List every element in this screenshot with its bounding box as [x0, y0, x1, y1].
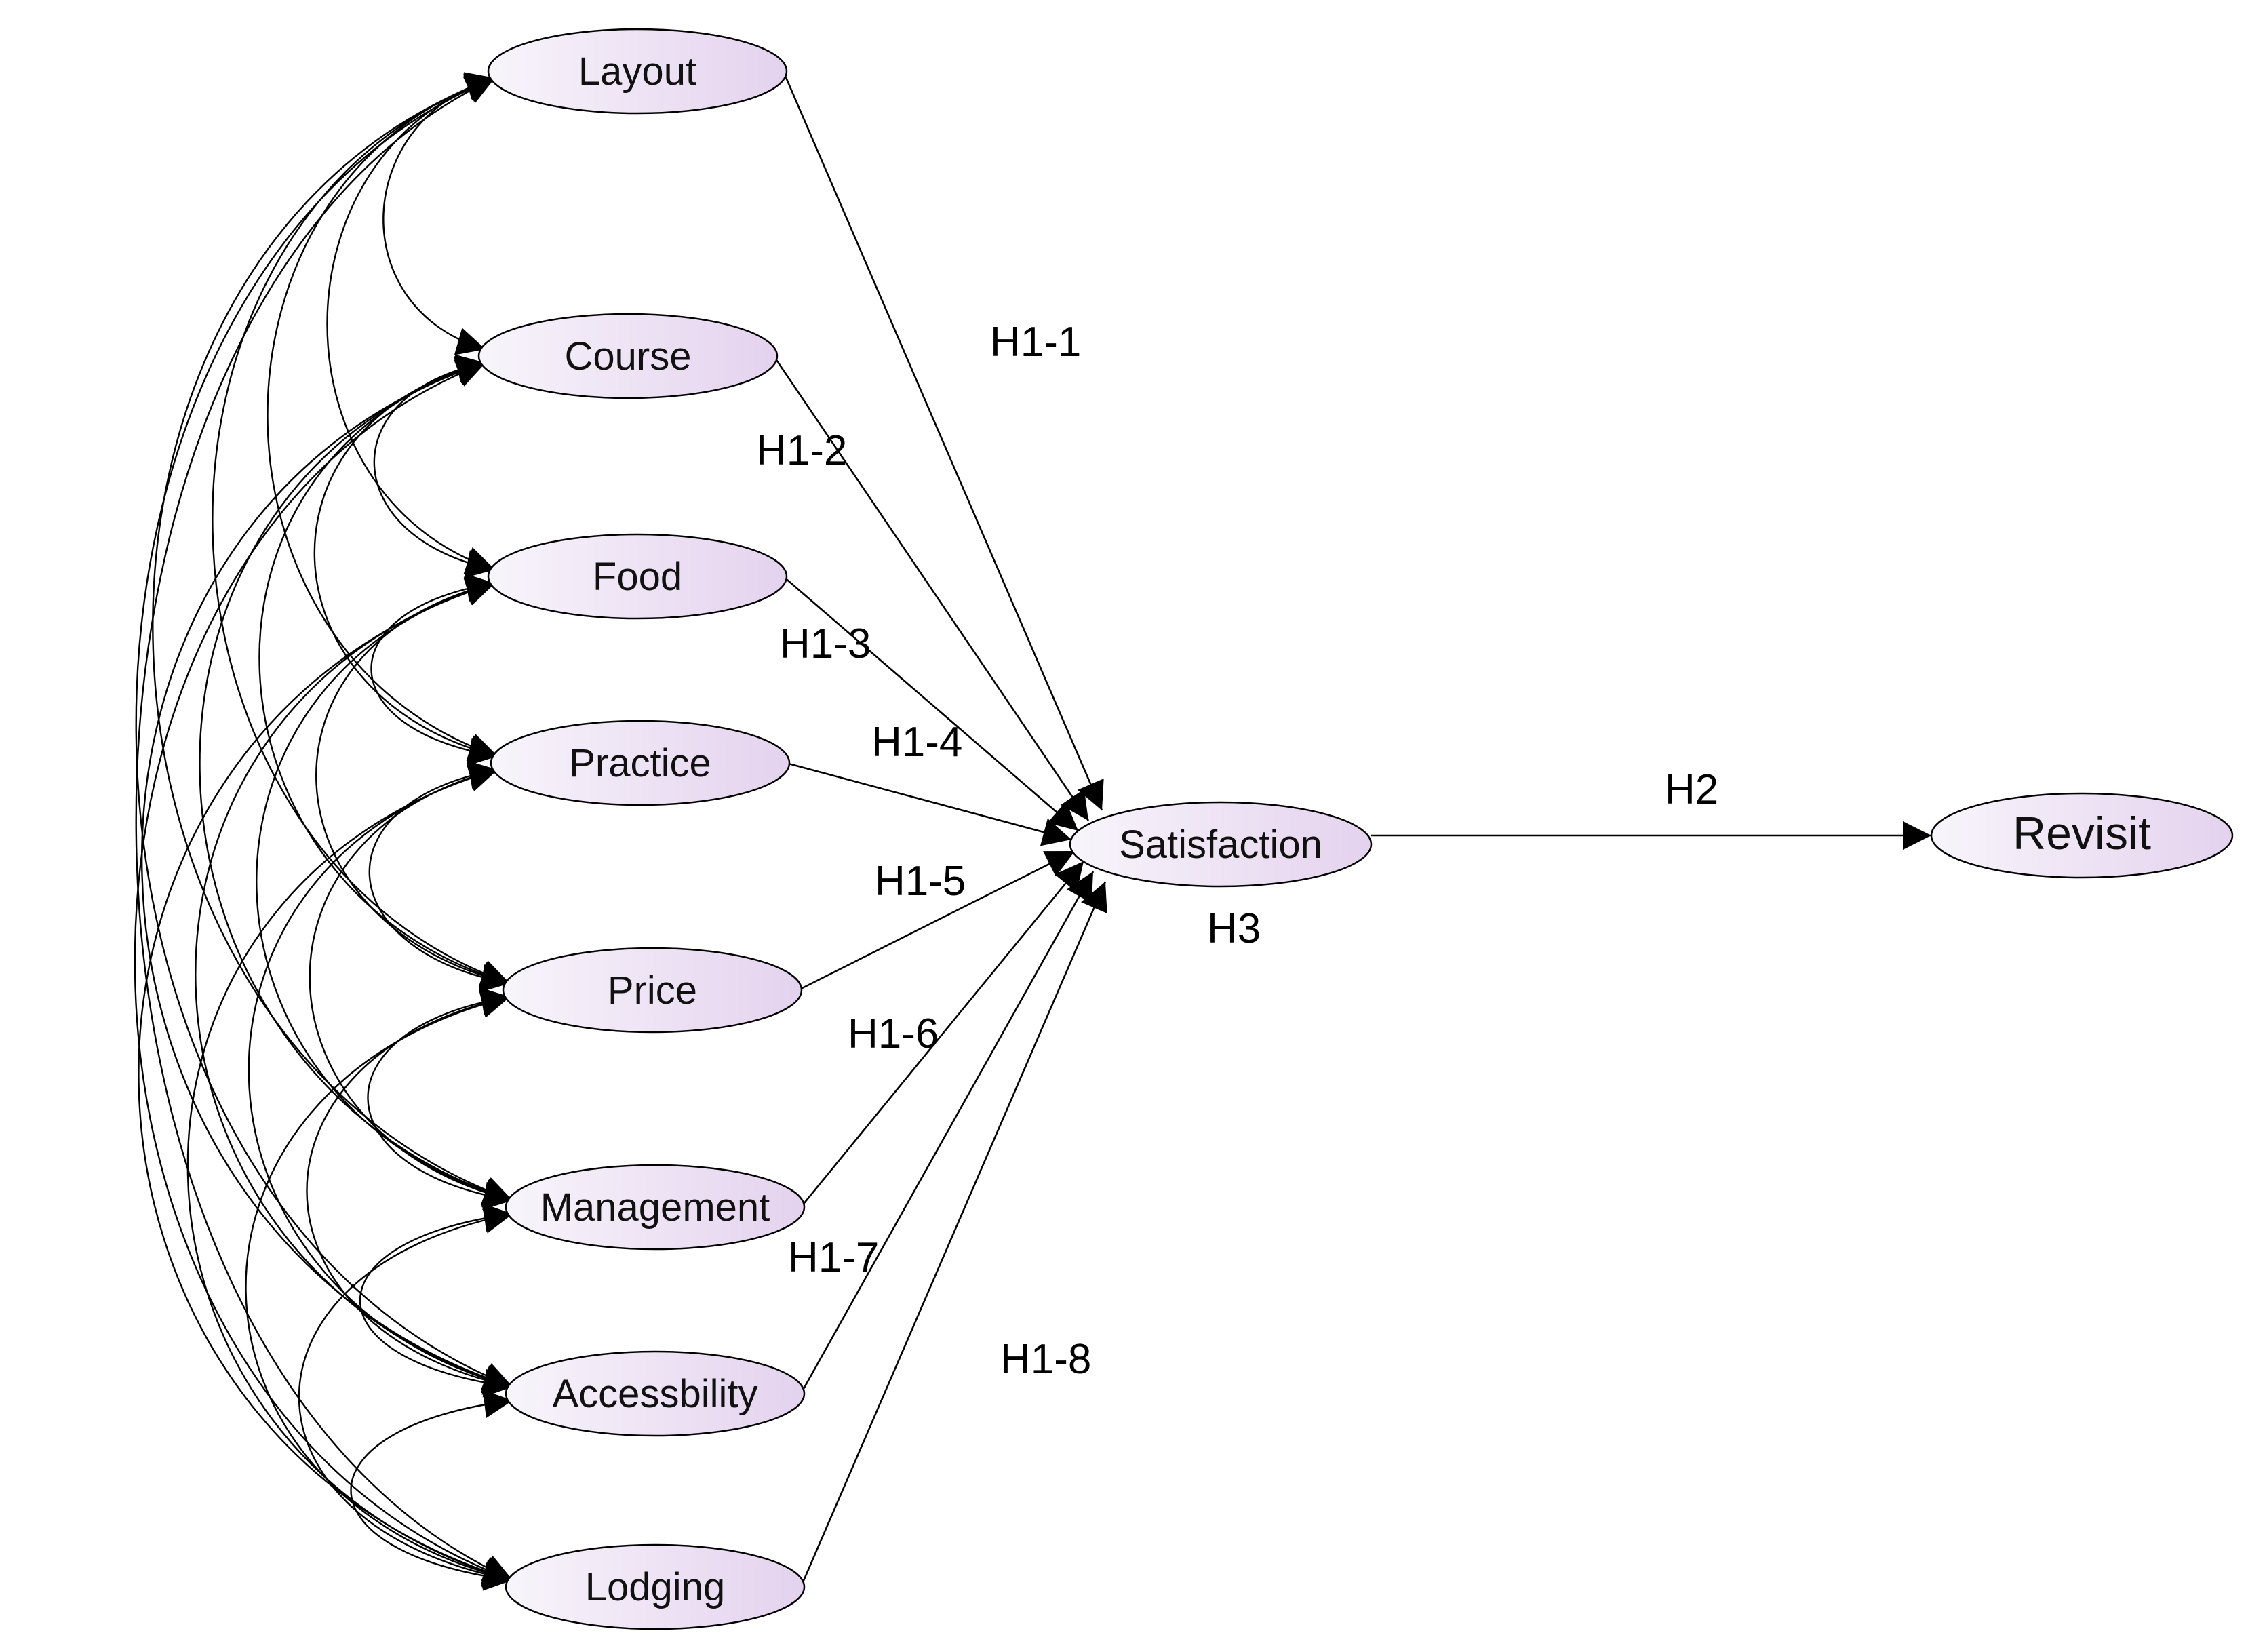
- covariance-food-price: [315, 576, 511, 991]
- covariance-layout-accessbility: [135, 75, 513, 1390]
- node-price: Price: [502, 947, 803, 1034]
- node-ellipse-price: [502, 947, 803, 1034]
- node-ellipse-lodging: [505, 1543, 806, 1630]
- construct-nodes: LayoutCourseFoodPracticePriceManagementA…: [477, 28, 2234, 1630]
- covariance-course-food: [373, 354, 496, 578]
- node-revisit: Revisit: [1930, 792, 2234, 879]
- node-label-practice: Practice: [569, 741, 711, 785]
- node-course: Course: [477, 313, 779, 399]
- node-ellipse-revisit: [1930, 792, 2234, 879]
- covariance-management-lodging: [298, 1205, 513, 1589]
- node-label-management: Management: [540, 1185, 770, 1230]
- node-practice: Practice: [490, 720, 791, 806]
- node-label-price: Price: [608, 968, 697, 1012]
- path-label-h1-6: H1-6: [848, 1010, 939, 1057]
- covariance-food-lodging: [138, 578, 513, 1586]
- covariance-food-management: [256, 577, 513, 1206]
- node-food: Food: [487, 533, 788, 620]
- node-ellipse-food: [487, 533, 788, 620]
- path-layout-to-satisfaction: [782, 71, 1104, 811]
- path-label-h1-4: H1-4: [871, 719, 962, 766]
- path-label-h2: H2: [1665, 766, 1718, 813]
- path-label-h1-5: H1-5: [875, 858, 966, 905]
- node-satisfaction: Satisfaction: [1069, 801, 1373, 888]
- path-label-h1-7: H1-7: [788, 1234, 879, 1281]
- node-label-lodging: Lodging: [585, 1565, 725, 1609]
- path-label-h1-2: H1-2: [756, 427, 847, 474]
- covariance-practice-lodging: [186, 764, 513, 1586]
- node-label-accessbility: Accessbility: [553, 1372, 758, 1416]
- covariance-layout-management: [152, 74, 513, 1204]
- path-course-to-satisfaction: [772, 355, 1090, 821]
- path-label-h1-1: H1-1: [990, 319, 1081, 366]
- covariance-layout-price: [212, 74, 511, 987]
- covariance-layout-course: [382, 72, 496, 355]
- path-lodging-to-satisfaction: [800, 881, 1107, 1588]
- node-accessbility: Accessbility: [505, 1350, 806, 1437]
- node-ellipse-accessbility: [505, 1350, 806, 1437]
- covariance-practice-accessbility: [248, 763, 513, 1394]
- covariance-accessbility-lodging: [350, 1390, 513, 1591]
- node-management: Management: [505, 1164, 806, 1251]
- node-label-food: Food: [593, 555, 682, 599]
- label-h3: H3: [1207, 905, 1261, 952]
- node-ellipse-management: [505, 1164, 806, 1251]
- node-ellipse-layout: [487, 28, 788, 115]
- path-food-to-satisfaction: [783, 576, 1079, 831]
- covariance-practice-price: [368, 760, 511, 993]
- covariance-course-lodging: [134, 359, 513, 1584]
- path-practice-to-satisfaction: [785, 762, 1072, 846]
- node-label-course: Course: [565, 334, 692, 378]
- covariance-layout-lodging: [135, 77, 513, 1581]
- covariance-food-practice: [370, 573, 498, 766]
- covariance-food-accessbility: [195, 577, 513, 1393]
- covariance-practice-management: [309, 762, 513, 1208]
- structural-paths: [772, 71, 1931, 1588]
- node-lodging: Lodging: [505, 1543, 806, 1630]
- path-price-to-satisfaction: [797, 850, 1076, 991]
- node-label-layout: Layout: [578, 50, 696, 94]
- node-ellipse-satisfaction: [1069, 801, 1373, 888]
- covariance-price-management: [367, 987, 513, 1211]
- covariance-layout-food: [326, 73, 496, 574]
- covariance-course-price: [258, 357, 511, 989]
- node-layout: Layout: [487, 28, 788, 115]
- path-label-h1-3: H1-3: [780, 621, 871, 667]
- path-label-h1-8: H1-8: [1000, 1336, 1091, 1383]
- path-management-to-satisfaction: [800, 861, 1085, 1208]
- path-accessbility-to-satisfaction: [800, 871, 1095, 1394]
- node-ellipse-course: [477, 313, 779, 399]
- covariance-price-lodging: [245, 989, 513, 1588]
- covariance-arrows: [134, 72, 513, 1591]
- node-label-satisfaction: Satisfaction: [1119, 823, 1322, 867]
- node-ellipse-practice: [490, 720, 791, 806]
- covariance-management-accessbility: [359, 1203, 513, 1398]
- node-label-revisit: Revisit: [2013, 808, 2151, 859]
